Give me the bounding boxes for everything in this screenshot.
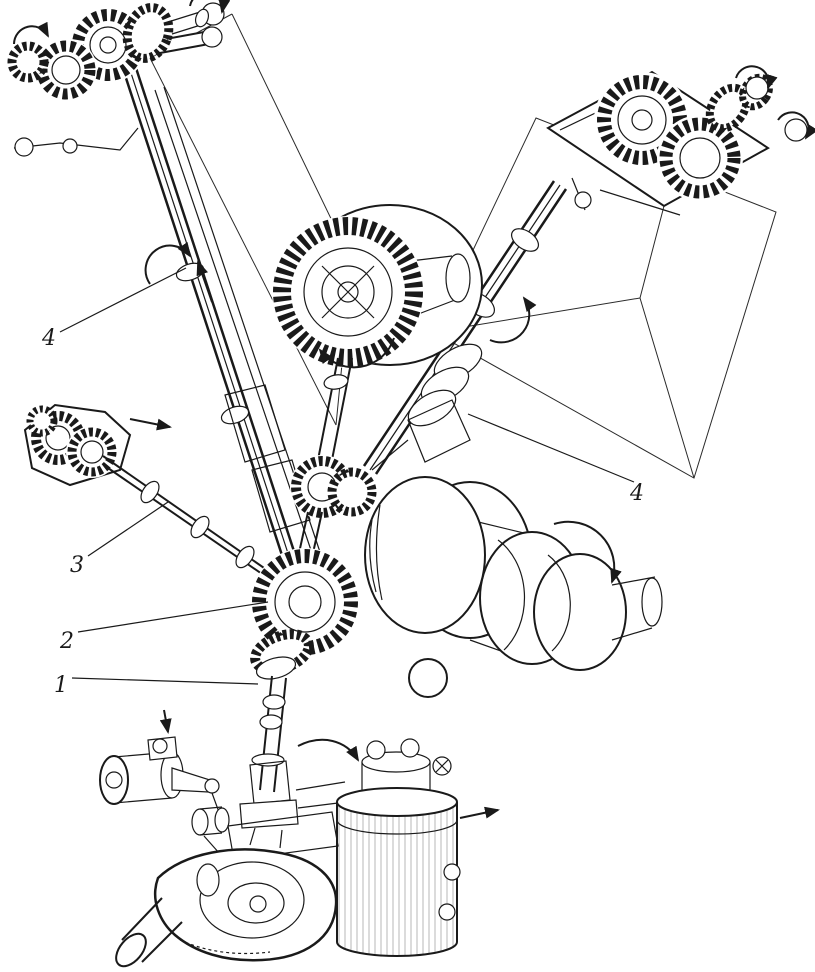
crankshaft: [364, 476, 663, 698]
leader-line: [87, 501, 169, 557]
water-pump: [115, 827, 338, 968]
leader-line: [77, 601, 269, 633]
central-bevel-gear-drive: [272, 204, 483, 586]
leader-line: [467, 413, 635, 483]
fuel-pump: [99, 736, 230, 855]
rotation-arrow: [318, 337, 395, 369]
shaft-bracket: [251, 459, 311, 533]
callouts: 4 3 2 1 4: [41, 267, 644, 698]
left-camshaft-drive-shaft: [122, 67, 323, 593]
crank-web-hole: [408, 658, 448, 698]
threaded-coupling: [249, 760, 291, 805]
shaft-end: [784, 118, 808, 142]
gear-small: [7, 41, 49, 83]
flange-nut: [239, 799, 299, 829]
callout-2: 2: [59, 629, 74, 654]
pump-lever: [171, 767, 211, 793]
rotation-arrow: [189, 0, 231, 14]
rotation-arrow: [553, 520, 622, 584]
rotation-arrows: [13, 0, 815, 819]
intermediate-gear: [327, 467, 377, 517]
rotation-arrow: [777, 111, 815, 140]
bevel-gear: [122, 3, 174, 63]
direction-arrow: [196, 260, 213, 303]
rotation-arrow: [13, 21, 49, 45]
callout-3: 3: [70, 553, 84, 578]
callout-4-right: 4: [629, 481, 644, 506]
left-camshaft-gear-assembly: [7, 2, 225, 157]
flow-arrow: [297, 738, 360, 762]
oil-filter: [227, 738, 461, 957]
flow-arrow: [159, 709, 172, 734]
shaft-end: [745, 76, 769, 100]
shaft-coupling: [407, 343, 483, 463]
lower-bevel-gear: [250, 548, 359, 680]
leader-line: [71, 677, 259, 685]
oil-pump-drive-assembly: [23, 403, 295, 597]
direction-arrow: [129, 418, 172, 431]
shaft-bracket: [224, 384, 286, 463]
crank-front-journal: [364, 476, 486, 634]
lower-vertical-drive-shaft: [239, 675, 347, 829]
callout-1: 1: [54, 673, 68, 698]
flow-arrow: [459, 806, 500, 819]
leader-line: [59, 267, 187, 333]
callout-4-left: 4: [41, 326, 56, 351]
rotation-arrow: [144, 241, 192, 285]
support-lever: [13, 127, 139, 151]
rotation-arrow: [735, 65, 778, 90]
right-camshaft-gear-assembly: [546, 70, 808, 216]
rotation-arrow: [489, 296, 537, 344]
pump-outlet: [115, 932, 147, 968]
